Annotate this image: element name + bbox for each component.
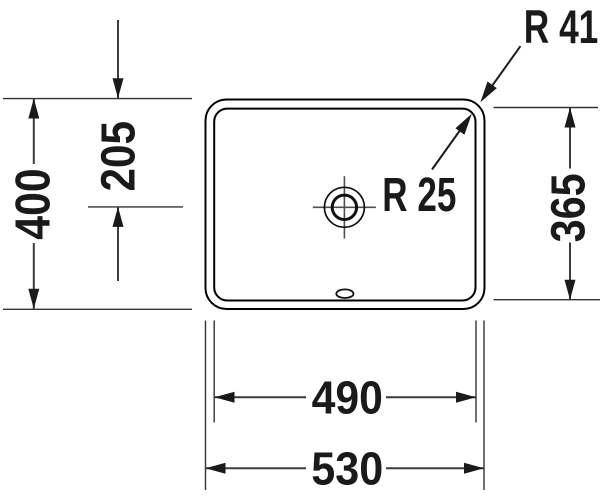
svg-text:365: 365 xyxy=(542,173,595,242)
svg-text:R 25: R 25 xyxy=(382,169,456,222)
svg-text:205: 205 xyxy=(93,121,146,192)
svg-text:490: 490 xyxy=(312,371,383,423)
svg-text:400: 400 xyxy=(6,168,61,239)
svg-text:530: 530 xyxy=(311,442,383,494)
svg-text:R 41: R 41 xyxy=(524,1,599,54)
